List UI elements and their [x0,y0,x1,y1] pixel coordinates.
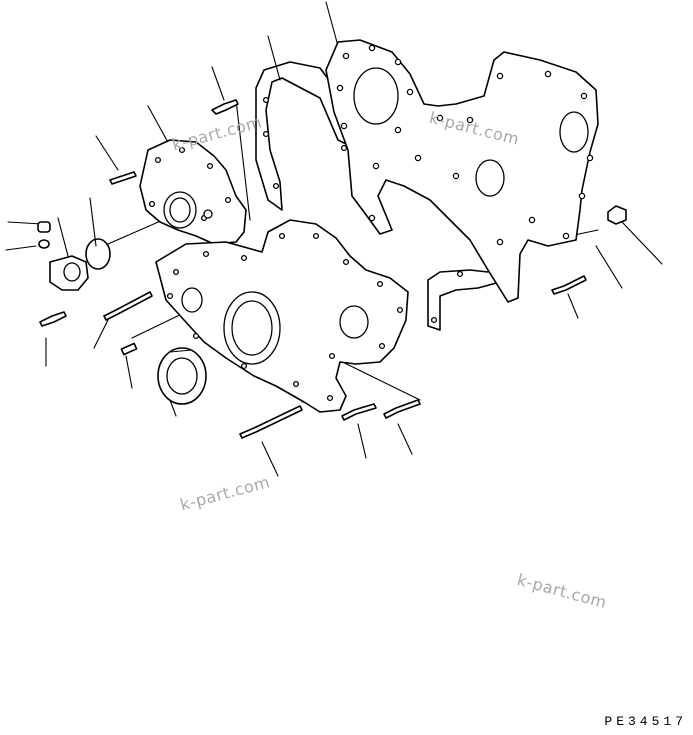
plate-bore-right [559,111,589,153]
o-ring [85,238,111,270]
bolts [39,99,627,439]
plate-bore-left [353,67,399,125]
drawing-code: PE34517 [604,714,687,729]
small-cover-holes [148,146,232,222]
front-cover [155,219,409,413]
small-front-cover [139,139,247,245]
front-cover-bore-right [339,305,369,339]
front-cover-holes [166,232,404,402]
breather-assembly [37,221,89,291]
oil-seal [157,347,207,405]
plate-bore-center [475,159,505,197]
plate-bolt-holes [336,44,594,246]
